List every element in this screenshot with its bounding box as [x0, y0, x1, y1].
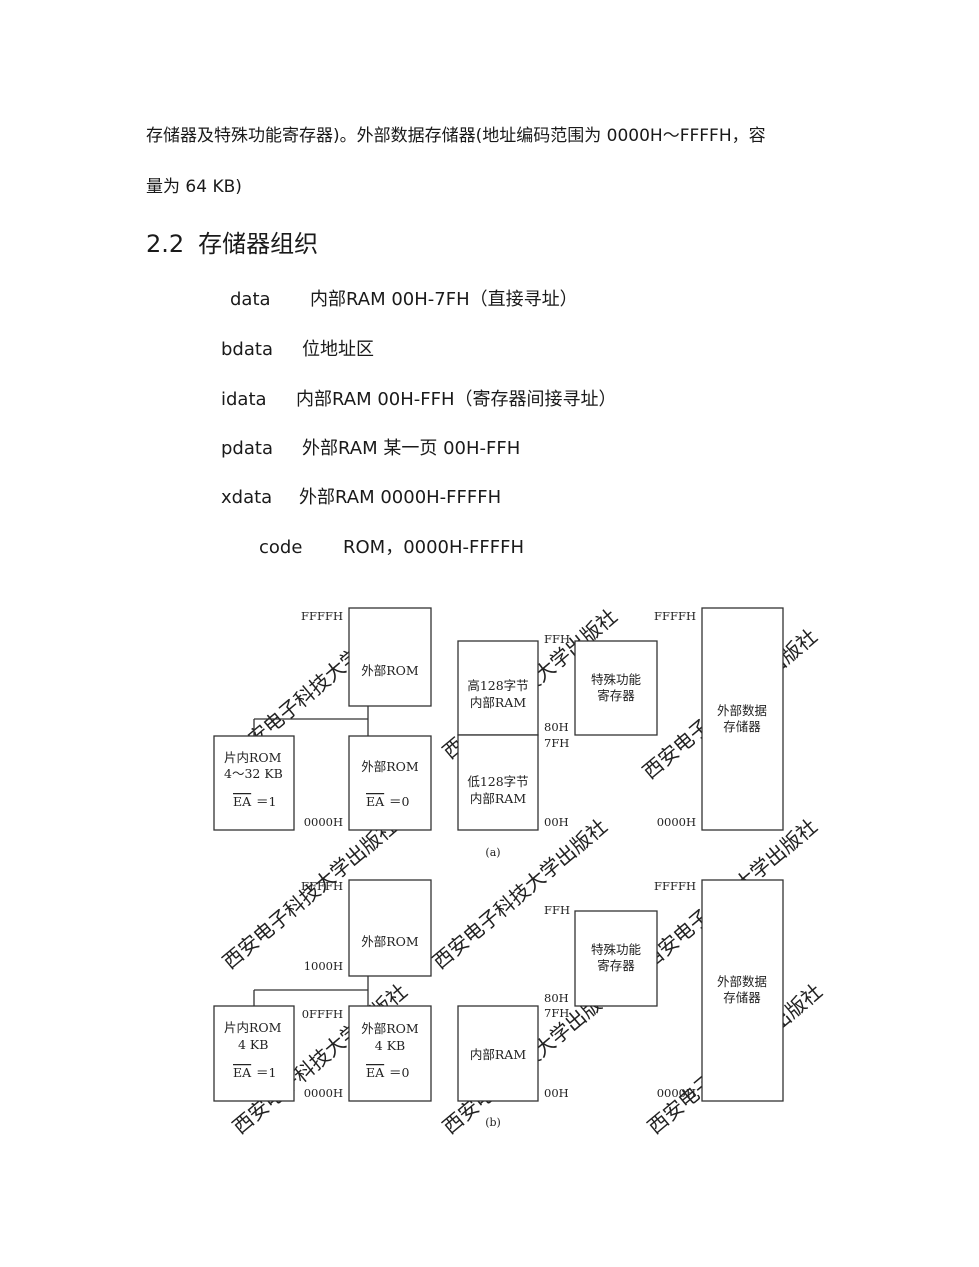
memory-type-data: data 内部RAM 00H-7FH（直接寻址）: [230, 285, 578, 311]
address-label: 00H: [544, 1086, 569, 1100]
block-label: 外部ROM: [361, 934, 419, 949]
address-label: 0000H: [657, 815, 696, 829]
block-label: 外部数据: [717, 974, 767, 989]
sfr-block: [574, 640, 658, 736]
address-label: 0000H: [304, 1086, 343, 1100]
external-rom-block: [348, 607, 432, 707]
memory-type-desc: 内部RAM 00H-7FH（直接寻址）: [310, 289, 578, 310]
high-128-ram-block: [457, 640, 539, 736]
block-label: 4 KB: [238, 1037, 268, 1052]
ea-pin-label: EA: [366, 794, 385, 809]
external-data-memory-block: [701, 879, 784, 1102]
address-label: FFFFH: [654, 879, 696, 893]
address-label: 7FH: [544, 736, 569, 750]
address-label: 0000H: [304, 815, 343, 829]
ea-value: ＝1: [256, 794, 276, 809]
external-rom-block: [348, 1005, 432, 1102]
block-label: 内部RAM: [470, 1047, 526, 1062]
external-rom-block: [348, 879, 432, 977]
address-label: FFFFH: [301, 879, 343, 893]
memory-type-bdata: bdata 位地址区: [221, 335, 374, 361]
low-128-ram-block: [457, 734, 539, 831]
ea-value: ＝0: [389, 794, 410, 809]
address-label: 80H: [544, 720, 569, 734]
memory-type-idata: idata 内部RAM 00H-FFH（寄存器间接寻址）: [221, 385, 617, 411]
memory-type-desc: 外部RAM 0000H-FFFFH: [299, 487, 502, 508]
block-label: 寄存器: [597, 958, 635, 973]
external-data-memory-block: [701, 607, 784, 831]
block-label: 内部RAM: [470, 695, 526, 710]
address-label: 80H: [544, 991, 569, 1005]
section-heading: 2.2 存储器组织: [146, 224, 318, 259]
memory-type-desc: ROM，0000H-FFFFH: [343, 537, 524, 558]
address-label: 1000H: [304, 959, 343, 973]
block-label: 寄存器: [597, 688, 635, 703]
block-label: 存储器: [723, 719, 761, 734]
diagram-a: FFFFH 外部ROM 片内ROM 4～32 KB EA ＝1 外部ROM EA…: [213, 607, 784, 859]
sfr-block: [574, 910, 658, 1007]
memory-type-key: code: [259, 537, 303, 558]
block-label: 4～32 KB: [224, 766, 283, 781]
ea-pin-label: EA: [233, 794, 252, 809]
memory-type-key: xdata: [221, 487, 273, 508]
ea-value: ＝1: [256, 1065, 276, 1080]
block-label: 外部ROM: [361, 663, 419, 678]
block-label: 4 KB: [375, 1038, 405, 1053]
address-label: 00H: [544, 815, 569, 829]
block-label: 外部ROM: [361, 759, 419, 774]
memory-type-key: idata: [221, 389, 267, 410]
figure-caption: (b): [485, 1116, 501, 1129]
memory-type-desc: 外部RAM 某一页 00H-FFH: [302, 438, 521, 459]
figure-caption: (a): [485, 846, 500, 859]
intro-line-1: 存储器及特殊功能寄存器)。外部数据存储器(地址编码范围为 0000H～FFFFH…: [146, 126, 766, 146]
memory-type-key: bdata: [221, 339, 273, 360]
ea-value: ＝0: [389, 1065, 410, 1080]
address-label: 0FFFH: [302, 1007, 343, 1021]
address-label: FFFFH: [654, 609, 696, 623]
external-rom-block: [348, 735, 432, 831]
block-label: 特殊功能: [591, 942, 642, 957]
memory-type-xdata: xdata 外部RAM 0000H-FFFFH: [221, 483, 501, 509]
ea-pin-label: EA: [366, 1065, 385, 1080]
memory-type-pdata: pdata 外部RAM 某一页 00H-FFH: [221, 434, 520, 460]
address-label: FFH: [544, 632, 570, 646]
section-number: 2.2: [146, 230, 185, 258]
block-label: 高128字节: [467, 678, 528, 693]
address-label: 7FH: [544, 1006, 569, 1020]
memory-type-key: pdata: [221, 438, 273, 459]
intro-line-2: 量为 64 KB): [146, 177, 242, 197]
block-label: 低128字节: [467, 774, 528, 789]
ea-pin-label: EA: [233, 1065, 252, 1080]
block-label: 内部RAM: [470, 791, 526, 806]
onchip-rom-block: [213, 735, 295, 831]
block-label: 外部ROM: [361, 1021, 419, 1036]
block-label: 存储器: [723, 990, 761, 1005]
memory-type-code: code ROM，0000H-FFFFH: [259, 533, 524, 559]
memory-type-desc: 内部RAM 00H-FFH（寄存器间接寻址）: [296, 389, 617, 410]
section-title: 存储器组织: [198, 230, 319, 258]
diagram-b: FFFFH 外部ROM 1000H 0FFFH 片内ROM 4 KB EA ＝1…: [213, 879, 784, 1129]
block-label: 片内ROM: [224, 750, 282, 765]
address-label: 0000H: [657, 1086, 696, 1100]
memory-type-desc: 位地址区: [302, 339, 374, 360]
block-label: 外部数据: [717, 703, 767, 718]
address-label: FFFFH: [301, 609, 343, 623]
block-label: 片内ROM: [224, 1020, 282, 1035]
block-label: 特殊功能: [591, 672, 642, 687]
address-label: FFH: [544, 903, 570, 917]
internal-ram-block: [457, 1005, 539, 1102]
onchip-rom-block: [213, 1005, 295, 1102]
memory-type-key: data: [230, 289, 271, 310]
